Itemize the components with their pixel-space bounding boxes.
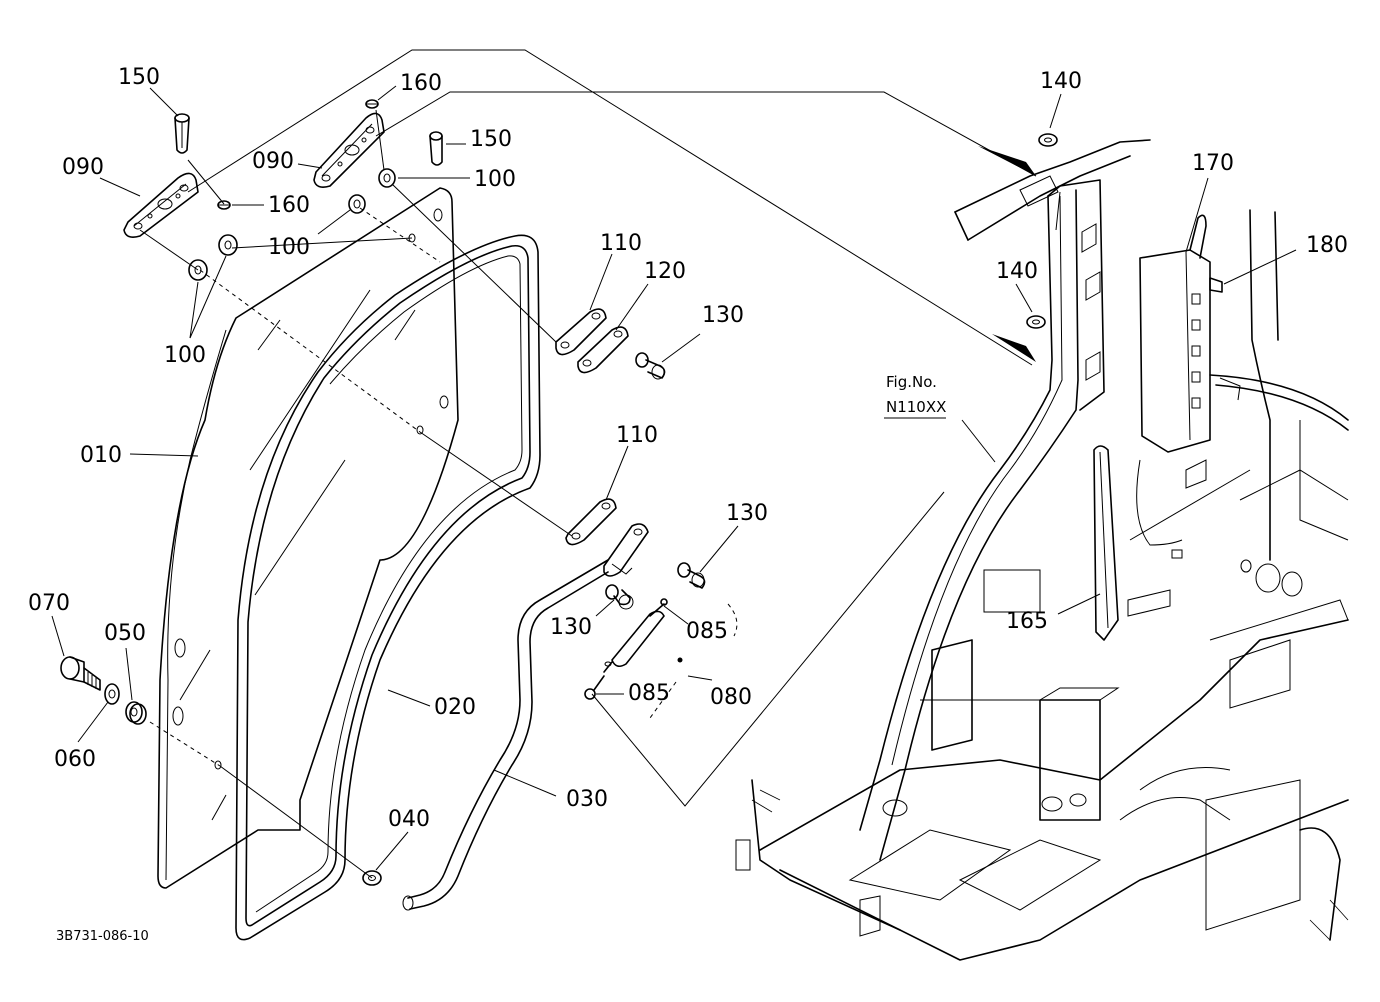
- washer-140-upper: [1038, 133, 1058, 147]
- hinge-090-right: [313, 112, 385, 188]
- door-glass-010: [157, 187, 459, 889]
- washer-100-c: [218, 234, 238, 256]
- door-frame-bar-030: [402, 559, 609, 911]
- hinge-090-left: [123, 172, 199, 238]
- callout-130: 130: [726, 501, 768, 526]
- callout-110: 110: [616, 423, 658, 448]
- callout-050: 050: [104, 621, 146, 646]
- gas-strut-080: [603, 598, 683, 673]
- washer-060: [104, 683, 120, 705]
- callout-160: 160: [268, 193, 310, 218]
- callout-070: 070: [28, 591, 70, 616]
- clip-160-left: [217, 200, 231, 210]
- callout-010: 010: [80, 443, 122, 468]
- callout-080: 080: [710, 685, 752, 710]
- callout-100: 100: [268, 235, 310, 260]
- spacer-050: [125, 701, 147, 725]
- washer-140-lower: [1026, 315, 1046, 329]
- callout-165: 165: [1006, 609, 1048, 634]
- callout-130: 130: [550, 615, 592, 640]
- callout-140: 140: [1040, 69, 1082, 94]
- callout-170: 170: [1192, 151, 1234, 176]
- weather-seal-020: [235, 234, 541, 941]
- plate-110-top: [555, 308, 607, 356]
- callout-leaders: [51, 85, 1297, 871]
- gas-strut-bracket: [603, 523, 649, 577]
- strut-end-085-lower: [584, 675, 605, 700]
- arrowhead-lower: [992, 334, 1036, 362]
- hinge-pin-150-right: [429, 131, 443, 166]
- washer-100-d: [188, 259, 208, 281]
- cab-frame: [735, 139, 1349, 961]
- callout-085: 085: [628, 681, 670, 706]
- callout-160: 160: [400, 71, 442, 96]
- washer-040: [362, 870, 382, 886]
- assembly-axes: [139, 109, 573, 879]
- arrowhead-upper: [978, 146, 1036, 176]
- callout-180: 180: [1306, 233, 1348, 258]
- callout-130: 130: [702, 303, 744, 328]
- callout-060: 060: [54, 747, 96, 772]
- bolt-070: [60, 656, 101, 691]
- bolt-130-b: [677, 562, 706, 589]
- callout-140: 140: [996, 259, 1038, 284]
- callout-100: 100: [474, 167, 516, 192]
- callout-150: 150: [118, 65, 160, 90]
- clip-160-right: [365, 99, 379, 109]
- plate-120: [577, 326, 629, 374]
- callout-030: 030: [566, 787, 608, 812]
- figure-reference: Fig.No. N110XX: [884, 373, 996, 463]
- callout-labels: 150 160 090 090 150 100 160 100 100 110 …: [28, 65, 1348, 832]
- callout-120: 120: [644, 259, 686, 284]
- callout-150: 150: [470, 127, 512, 152]
- callout-040: 040: [388, 807, 430, 832]
- hinge-pin-150-left: [174, 113, 190, 154]
- callout-090: 090: [62, 155, 104, 180]
- reference-lines: [187, 49, 1037, 807]
- callout-090: 090: [252, 149, 294, 174]
- callout-110: 110: [600, 231, 642, 256]
- bolt-130-c: [605, 584, 634, 610]
- washer-100-b: [348, 194, 366, 214]
- callout-100: 100: [164, 343, 206, 368]
- washer-100-a: [378, 168, 396, 188]
- figure-reference-number: N110XX: [886, 398, 946, 416]
- callout-020: 020: [434, 695, 476, 720]
- drawing-number: 3B731-086-10: [56, 929, 149, 944]
- plate-110-bottom: [565, 498, 617, 546]
- bolt-130-a: [635, 352, 666, 380]
- callout-085: 085: [686, 619, 728, 644]
- figure-reference-label: Fig.No.: [886, 373, 937, 391]
